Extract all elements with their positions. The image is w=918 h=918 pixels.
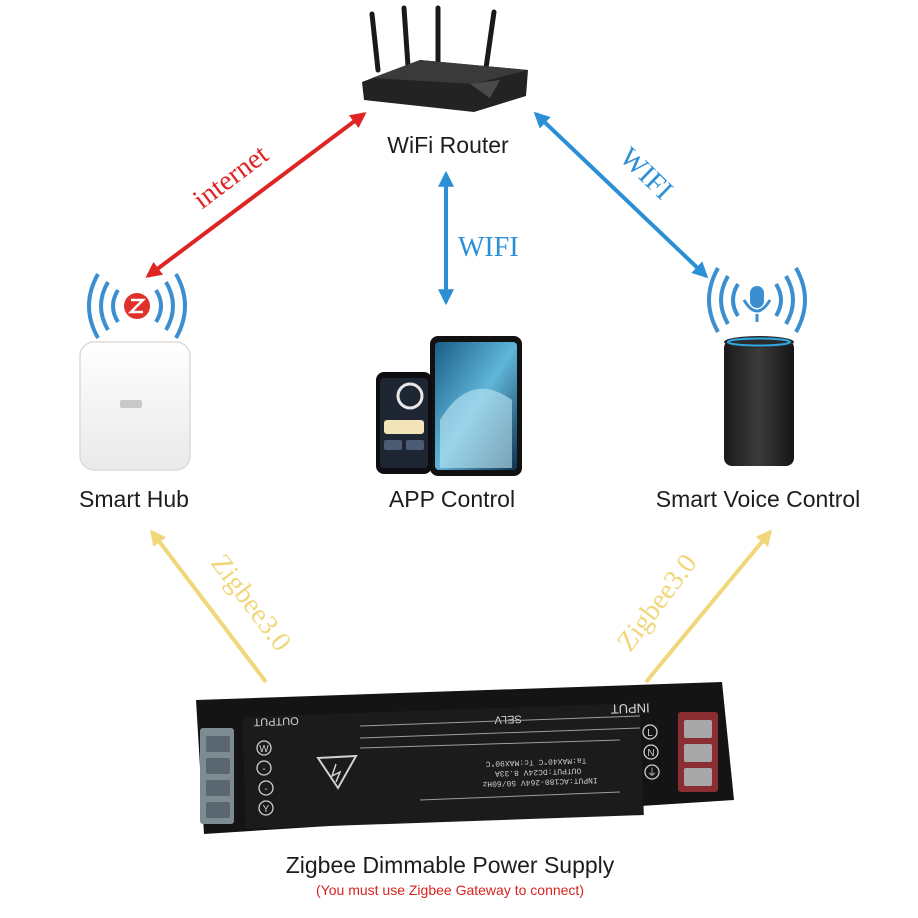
power-supply-label: Zigbee Dimmable Power Supply xyxy=(285,852,615,878)
output-terminal-w: W xyxy=(259,744,269,755)
internet-label: internet xyxy=(187,139,274,215)
router-label: WiFi Router xyxy=(387,132,509,158)
microphone-icon xyxy=(742,286,772,322)
smart-hub-device xyxy=(79,341,191,471)
voice-signal-icon xyxy=(707,267,807,333)
input-terminal-n: N xyxy=(647,748,654,759)
phone-icon xyxy=(376,372,432,474)
spec-line-2: OUTPUT:DC24V 8.33A xyxy=(495,765,582,777)
power-supply-note: (You must use Zigbee Gateway to connect) xyxy=(316,882,584,898)
zigbee-right-label: Zigbee3.0 xyxy=(611,549,704,658)
zigbee-signal-icon xyxy=(87,273,187,339)
app-control-label: APP Control xyxy=(388,486,516,512)
input-terminal-block xyxy=(678,712,718,792)
output-terminal-block xyxy=(200,728,234,824)
wifi-center-label: WIFI xyxy=(458,232,519,263)
smart-hub-label: Smart Hub xyxy=(79,486,189,512)
input-marking: INPUT xyxy=(610,700,650,716)
router-icon xyxy=(362,5,528,112)
input-terminal-ground: ⏚ xyxy=(647,767,657,779)
power-supply-device: W - - Y L N ⏚ OUTPUT INPUT SELV INPUT:AC… xyxy=(196,682,734,834)
tablet-icon xyxy=(430,336,522,476)
output-terminal-minus-2: - xyxy=(264,784,267,795)
zigbee-badge-icon xyxy=(124,293,150,319)
output-terminal-minus-1: - xyxy=(262,764,265,775)
internet-arrow xyxy=(145,112,367,278)
wifi-right-arrow xyxy=(533,111,709,279)
spec-line-3: Ta:MAX40°C Tc:MAX90°C xyxy=(485,755,586,768)
zigbee-left-arrow xyxy=(150,529,268,684)
output-marking: OUTPUT xyxy=(253,714,299,728)
zigbee-left-label: Zigbee3.0 xyxy=(204,549,297,658)
spec-line-1: INPUT:AC180-264V 50/60Hz xyxy=(482,775,598,788)
zigbee-right-arrow xyxy=(644,529,773,684)
smart-voice-label: Smart Voice Control xyxy=(655,486,861,512)
selv-marking: SELV xyxy=(494,713,522,726)
output-terminal-y: Y xyxy=(263,804,270,815)
input-terminal-l: L xyxy=(647,728,653,739)
warning-icon xyxy=(316,754,358,790)
smart-speaker-icon xyxy=(724,336,794,466)
